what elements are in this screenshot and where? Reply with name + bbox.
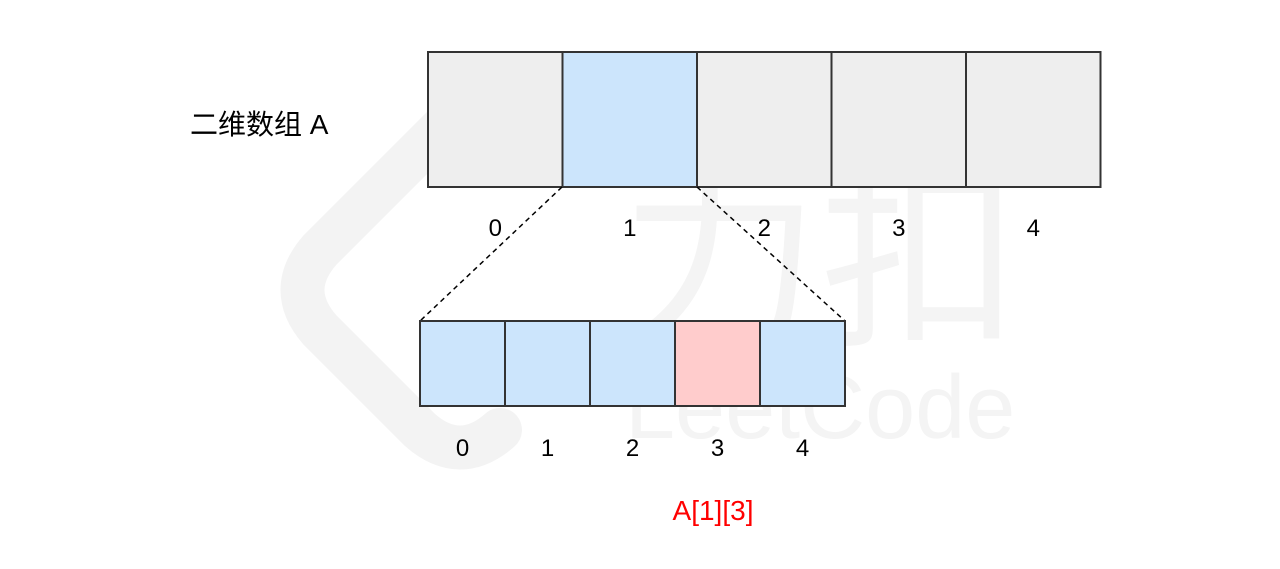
outer-array-index-2: 2 (758, 215, 771, 242)
outer-array-index-1: 1 (623, 215, 636, 242)
inner-array-index-1: 1 (541, 435, 554, 462)
inner-array-indices: 0 1 2 3 4 (456, 435, 809, 462)
outer-array-index-3: 3 (892, 215, 905, 242)
inner-array-index-2: 2 (626, 435, 639, 462)
inner-array-index-4: 4 (796, 435, 809, 462)
outer-array-index-4: 4 (1027, 215, 1040, 242)
outer-array-cell-2 (696, 51, 833, 188)
zoom-connector-left (419, 186, 563, 322)
inner-array-cell-0 (419, 320, 506, 407)
element-reference-label: A[1][3] (673, 495, 754, 526)
inner-array (419, 320, 846, 407)
outer-array-cell-4 (965, 51, 1102, 188)
outer-array-cell-3 (830, 51, 967, 188)
inner-array-cell-1 (504, 320, 591, 407)
leetcode-logo-watermark-icon (280, 88, 522, 470)
inner-array-cell-3 (674, 320, 761, 407)
outer-array-indices: 0 1 2 3 4 (489, 215, 1040, 242)
inner-array-index-3: 3 (711, 435, 724, 462)
inner-array-cell-4 (759, 320, 846, 407)
zoom-connector-right (696, 186, 846, 322)
outer-array-index-0: 0 (489, 215, 502, 242)
inner-array-index-0: 0 (456, 435, 469, 462)
outer-array (427, 51, 1102, 188)
outer-array-cell-1 (561, 51, 698, 188)
array-title: 二维数组 A (190, 109, 329, 140)
outer-array-cell-0 (427, 51, 564, 188)
inner-array-cell-2 (589, 320, 676, 407)
